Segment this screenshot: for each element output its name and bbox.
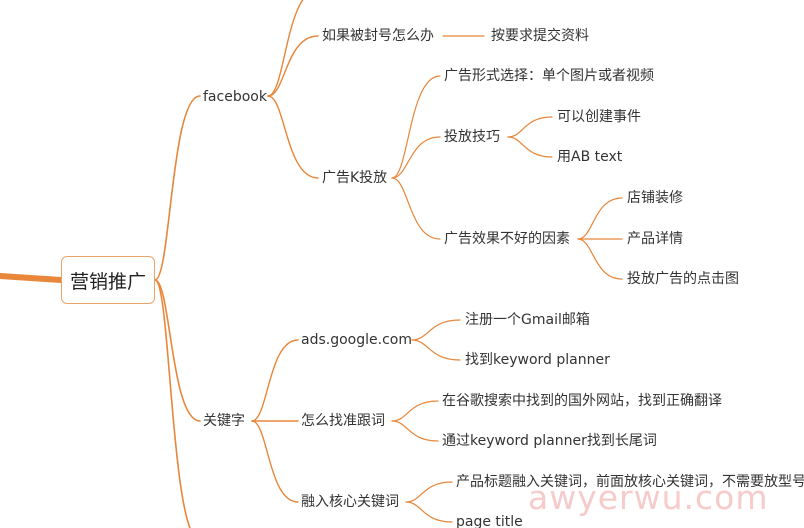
node-foreign-sites[interactable]: 在谷歌搜索中找到的国外网站，找到正确翻译 [442,393,722,409]
node-ads-google[interactable]: ads.google.com [301,332,412,348]
factors-branch-0 [577,197,623,240]
node-banned-answer[interactable]: 按要求提交资料 [491,28,589,44]
core-branch-0 [405,481,453,503]
core-branch-1 [405,501,453,523]
node-store-decor[interactable]: 店铺装修 [627,190,683,206]
root-branch-2 [154,279,192,528]
google-branch-1 [411,339,461,361]
keywords-branch-0 [251,339,299,422]
node-banned[interactable]: 如果被封号怎么办 [322,28,434,44]
node-gmail[interactable]: 注册一个Gmail邮箱 [465,312,590,328]
node-find-words[interactable]: 怎么找准跟词 [301,413,385,429]
ads-branch-2 [391,177,441,240]
tips-branch-1 [507,136,553,158]
root-trunk-line [0,273,64,283]
root-branch-0 [154,95,201,281]
node-product-detail[interactable]: 产品详情 [627,231,683,247]
node-core-keywords[interactable]: 融入核心关键词 [301,494,399,510]
find-branch-1 [391,420,439,442]
ads-branch-1 [391,136,441,179]
root-node[interactable]: 营销推广 [61,256,155,304]
node-ad-click-map[interactable]: 投放广告的点击图 [627,271,739,287]
node-keyword-planner[interactable]: 找到keyword planner [465,352,610,368]
node-ad-tips[interactable]: 投放技巧 [444,129,500,145]
facebook-branch-1 [267,35,319,97]
node-create-event[interactable]: 可以创建事件 [557,109,641,125]
factors-branch-2 [577,238,623,280]
facebook-branch-0 [267,0,304,97]
node-ab-text[interactable]: 用AB text [557,149,623,165]
facebook-branch-2 [267,95,319,179]
node-facebook[interactable]: facebook [203,89,267,105]
node-bad-factors[interactable]: 广告效果不好的因素 [444,231,570,247]
node-ad-format[interactable]: 广告形式选择：单个图片或者视频 [444,68,654,84]
root-branch-1 [154,279,201,422]
node-title-keywords[interactable]: 产品标题融入关键词，前面放核心关键词，不需要放型号 [456,474,804,490]
keywords-branch-2 [251,420,299,503]
node-long-tail[interactable]: 通过keyword planner找到长尾词 [442,433,657,449]
ads-branch-0 [391,75,441,179]
tips-branch-0 [507,116,553,138]
node-ads[interactable]: 广告K投放 [322,170,388,186]
node-keywords[interactable]: 关键字 [203,413,245,429]
node-page-title[interactable]: page title [456,514,523,528]
google-branch-0 [411,319,461,341]
find-branch-0 [391,400,439,422]
watermark: awyerwu.com [528,478,769,517]
